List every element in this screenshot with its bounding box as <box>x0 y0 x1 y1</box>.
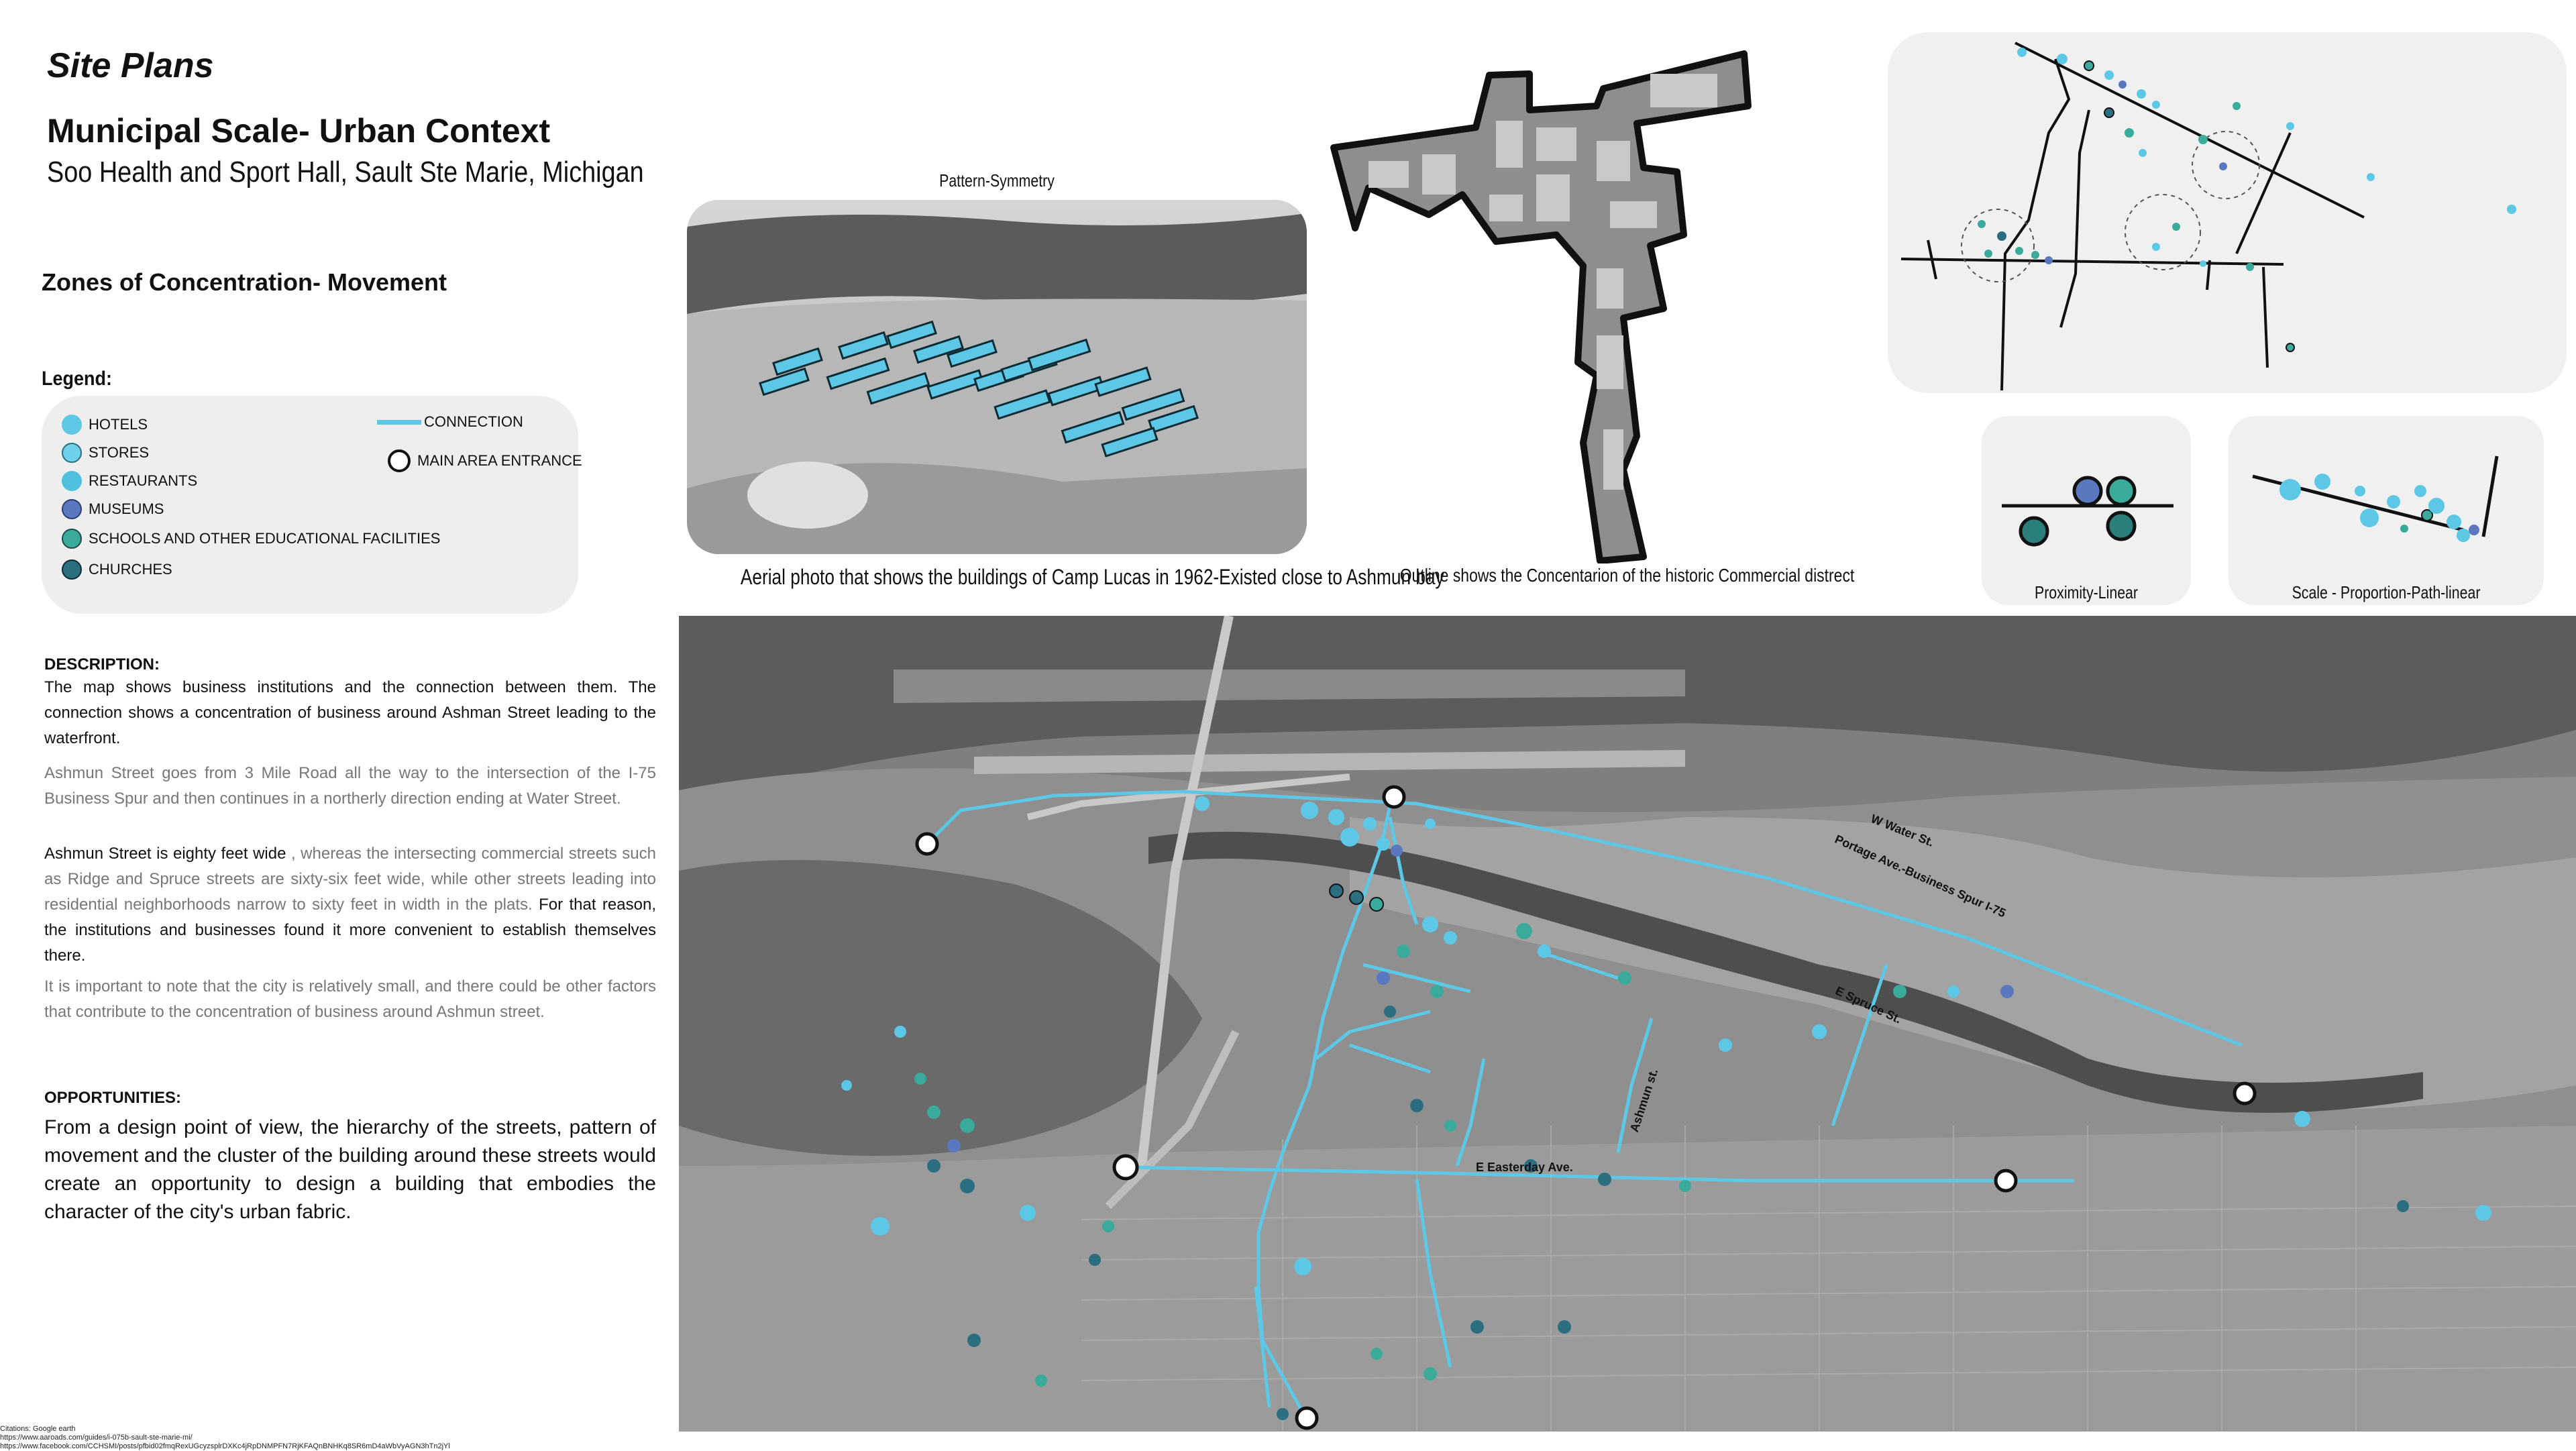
proximity-panel <box>1982 416 2191 605</box>
aerial-caption: Aerial photo that shows the buildings of… <box>740 565 1444 589</box>
legend-item-schools: SCHOOLS AND OTHER EDUCATIONAL FACILITIES <box>62 529 440 549</box>
description-heading: DESCRIPTION: <box>44 655 160 674</box>
legend-label: STORES <box>89 444 150 461</box>
legend-item-entrance: MAIN AREA ENTRANCE <box>388 449 582 472</box>
i75-highway <box>1105 1030 1240 1210</box>
street-lines <box>1900 42 2365 391</box>
aerial-photo-graphic <box>687 200 1307 554</box>
breakwater <box>1026 773 1350 820</box>
entrance-markers <box>915 785 2257 1430</box>
restaurant-marker-icon <box>62 471 82 491</box>
legend-item-restaurants: RESTAURANTS <box>62 471 197 491</box>
forest-area <box>687 213 1307 314</box>
legend-item-connection: CONNECTION <box>377 413 523 431</box>
legend-label: RESTAURANTS <box>89 472 198 489</box>
supporting-text: , whereas the intersecting commercial st… <box>44 845 656 914</box>
page-subtitle: Soo Health and Sport Hall, Sault Ste Mar… <box>47 156 644 189</box>
church-marker-icon <box>62 559 82 580</box>
road-label-easterday: E Easterday Ave. <box>1476 1161 1573 1174</box>
downtown-district <box>1350 817 2576 1110</box>
description-paragraph-1: The map shows business institutions and … <box>44 678 656 747</box>
west-bay <box>679 860 1202 1156</box>
legend-item-hotels: HOTELS <box>62 415 148 435</box>
street-grid <box>1081 1126 2576 1432</box>
cluster-rings <box>1961 131 2260 282</box>
conclusion-text: For that reason, the institutions and bu… <box>44 896 656 965</box>
museum-marker-icon <box>62 499 82 519</box>
satellite-map: W Water St. Portage Ave.-Business Spur I… <box>679 616 2576 1432</box>
legend-item-stores: STORES <box>62 443 149 463</box>
section-title: Site Plans <box>47 46 214 85</box>
international-bridge <box>1137 616 1234 1167</box>
citation-line: Citations: Google earth <box>0 1425 76 1433</box>
district-outline-map <box>1330 50 1752 563</box>
citation-line[interactable]: https://www.aaroads.com/guides/i-075b-sa… <box>0 1434 193 1442</box>
poi-markers <box>1978 48 2516 352</box>
scale-diagram <box>2252 455 2499 542</box>
locks-pier <box>974 750 1685 774</box>
legend-label: CHURCHES <box>89 561 172 578</box>
entrance-marker-icon <box>388 449 411 472</box>
aerial-photo <box>687 200 1307 554</box>
citations: Citations: Google earth https://www.aaro… <box>0 1425 450 1451</box>
description-paragraph-3: Ashmun Street is eighty feet wide , wher… <box>44 841 656 969</box>
power-canal <box>1148 831 2423 1113</box>
legend-label: MUSEUMS <box>89 500 164 517</box>
network-diagram-panel <box>1888 32 2567 393</box>
connection-line-icon <box>377 419 421 425</box>
satellite-map-graphic <box>679 616 2576 1432</box>
legend-label: MAIN AREA ENTRANCE <box>417 452 582 469</box>
legend-item-museums: MUSEUMS <box>62 499 164 519</box>
opportunities-heading: OPPORTUNITIES: <box>44 1089 182 1107</box>
emphasis-text: Ashmun Street is eighty feet wide <box>44 845 286 863</box>
zones-title: Zones of Concentration- Movement <box>42 268 447 296</box>
clearing <box>747 462 868 529</box>
scale-panel <box>2229 416 2544 605</box>
poi-markers <box>841 796 2491 1420</box>
opportunities-text: From a design point of view, the hierarc… <box>44 1116 656 1223</box>
connection-lines <box>926 790 2243 1421</box>
outline-caption: Outline shows the Concentarion of the hi… <box>1399 565 1855 586</box>
proximity-diagram <box>2002 476 2174 547</box>
scale-caption: Scale - Proportion-Path-linear <box>2292 582 2481 602</box>
camp-buildings <box>759 320 1199 458</box>
legend-item-churches: CHURCHES <box>62 559 172 580</box>
soo-locks <box>894 669 1685 703</box>
residential-area <box>679 1126 2576 1432</box>
network-diagram <box>1900 42 2516 391</box>
description-paragraph-2: Ashmun Street goes from 3 Mile Road all … <box>44 764 656 808</box>
pattern-title: Pattern-Symmetry <box>939 170 1055 191</box>
citation-line[interactable]: https://www.facebook.com/CCHSMI/posts/pf… <box>0 1442 450 1450</box>
store-marker-icon <box>62 443 82 463</box>
description-paragraph-4: It is important to note that the city is… <box>44 977 656 1021</box>
proximity-caption: Proximity-Linear <box>2034 582 2139 602</box>
st-marys-river <box>679 616 2576 804</box>
district-blocks <box>1368 74 1717 490</box>
hotel-marker-icon <box>62 415 82 435</box>
legend-label: SCHOOLS AND OTHER EDUCATIONAL FACILITIES <box>89 530 441 547</box>
page-title: Municipal Scale- Urban Context <box>47 112 551 150</box>
school-marker-icon <box>62 529 82 549</box>
legend-label: HOTELS <box>89 416 148 433</box>
legend-title: Legend: <box>42 368 113 390</box>
legend-label: CONNECTION <box>424 413 523 430</box>
legend-panel: HOTELS STORES RESTAURANTS MUSEUMS SCHOOL… <box>42 396 582 614</box>
